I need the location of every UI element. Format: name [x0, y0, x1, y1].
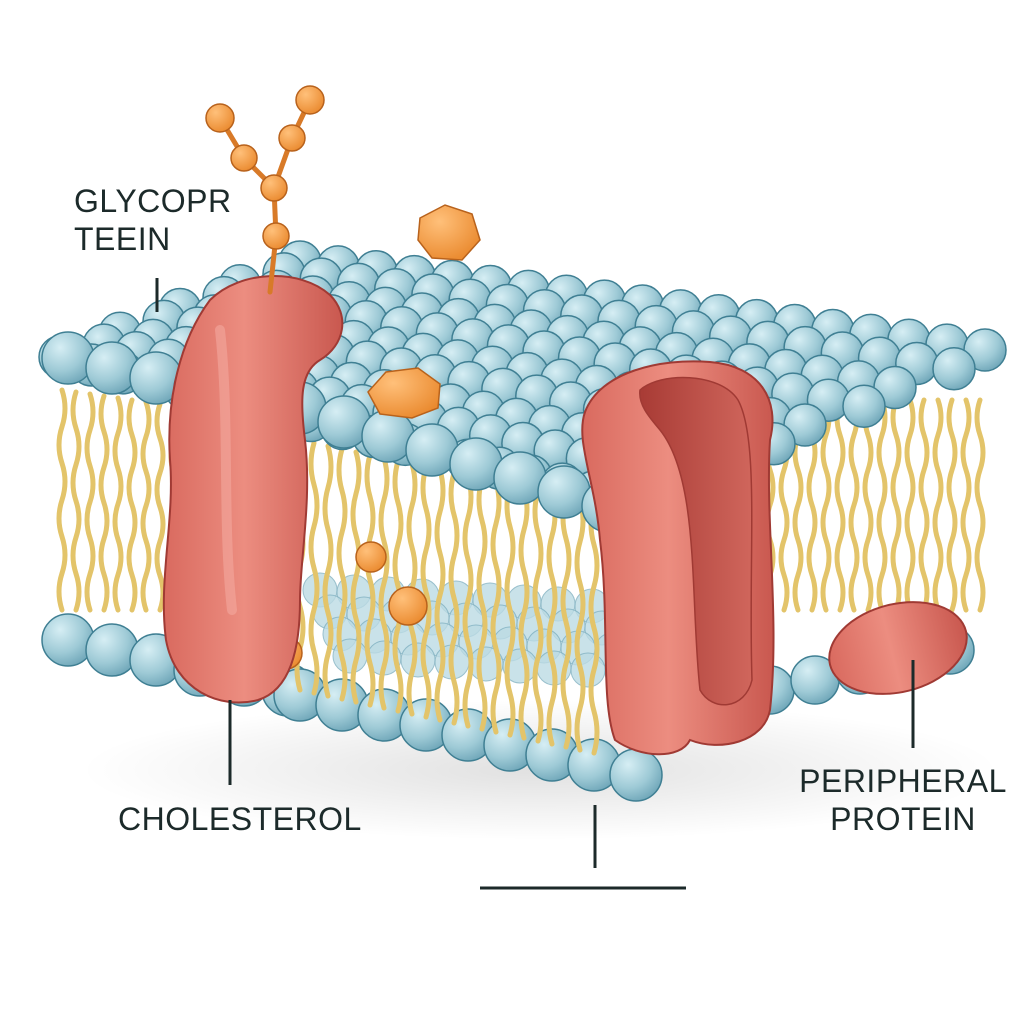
phospholipid-head-icon: [41, 331, 95, 385]
leader-lines: [155, 278, 915, 890]
carbohydrate-icon: [417, 204, 481, 261]
lipid-tail-icon: [154, 401, 166, 613]
lipid-tail-icon: [834, 397, 846, 613]
phospholipid-head-icon: [932, 347, 976, 391]
granule-icon: [388, 586, 428, 626]
lipid-tail-icon: [546, 491, 558, 747]
lipid-tail-icon: [98, 393, 110, 613]
lipid-tail-icon: [476, 476, 488, 732]
lipid-tail-icon: [434, 467, 446, 723]
sugar-icon: [278, 124, 306, 152]
lipid-tail-icon: [904, 397, 916, 613]
lipid-tail-icon: [504, 482, 516, 738]
lipid-tail-icon: [84, 391, 96, 613]
phospholipid-head-icon: [842, 384, 886, 428]
sugar-icon: [205, 103, 235, 133]
lipid-tail-icon: [462, 473, 474, 729]
lipid-tail-icon: [588, 500, 600, 756]
lipid-tail-icon: [890, 397, 902, 613]
lipid-tail-icon: [420, 464, 432, 720]
lipid-tail-icon: [350, 449, 362, 705]
lipid-tail-icon: [56, 387, 68, 613]
integral-protein-icon: [162, 275, 344, 704]
lipid-tail-icon: [336, 446, 348, 702]
lipid-tail-icon: [862, 397, 874, 613]
surface-carbohydrates: [367, 204, 481, 419]
lipid-tail-icon: [574, 497, 586, 753]
glycoprotein-label-line2: TEEIN: [74, 221, 171, 257]
sugar-icon: [262, 222, 290, 250]
glycoprotein: [162, 85, 344, 704]
carbohydrate-icon: [367, 367, 441, 419]
lipid-tail-icon: [448, 470, 460, 726]
sugar-icon: [230, 144, 258, 172]
lipid-tail-icon: [308, 440, 320, 696]
lipid-tail-icon: [932, 397, 944, 613]
inner-head-icon: [400, 642, 436, 678]
lipid-tail-icon: [490, 479, 502, 735]
lipid-tail-icon: [322, 443, 334, 699]
phospholipid-head-icon: [41, 613, 95, 667]
lipid-tail-icon: [820, 397, 832, 613]
cholesterol-label: CHOLESTEROL: [118, 801, 362, 837]
peripheral-label-line2: PROTEIN: [830, 801, 976, 837]
lipid-tail-icon: [392, 458, 404, 714]
lipid-tail-icon: [876, 397, 888, 613]
granule-icon: [355, 541, 387, 573]
lipid-tail-icon: [70, 389, 82, 613]
lipid-tail-icon: [364, 452, 376, 708]
phospholipid-head-icon: [85, 341, 139, 395]
phospholipid-head-icon: [85, 623, 139, 677]
lipid-tail-icon: [960, 397, 972, 613]
lipid-tail-icon: [560, 494, 572, 750]
lipid-tail-icon: [848, 397, 860, 613]
lipid-tail-icon: [918, 397, 930, 613]
lipid-tail-icon: [974, 397, 986, 613]
lipid-tail-icon: [140, 399, 152, 613]
sugar-icon: [260, 174, 288, 202]
lipid-tail-icon: [378, 455, 390, 711]
peripheral-label-line1: PERIPHERAL: [799, 763, 1007, 799]
peripheral-protein-icon: [828, 601, 968, 695]
lipid-tail-icon: [518, 485, 530, 741]
lipid-tail-icon: [946, 397, 958, 613]
phospholipid-head-icon: [609, 748, 663, 802]
lipid-tail-icon: [112, 395, 124, 613]
lipid-tail-icon: [532, 488, 544, 744]
channel-protein: [581, 360, 775, 756]
glycoprotein-label-line1: GLYCOPR: [74, 183, 232, 219]
sugar-icon: [295, 85, 325, 115]
lipid-tail-icon: [126, 397, 138, 613]
